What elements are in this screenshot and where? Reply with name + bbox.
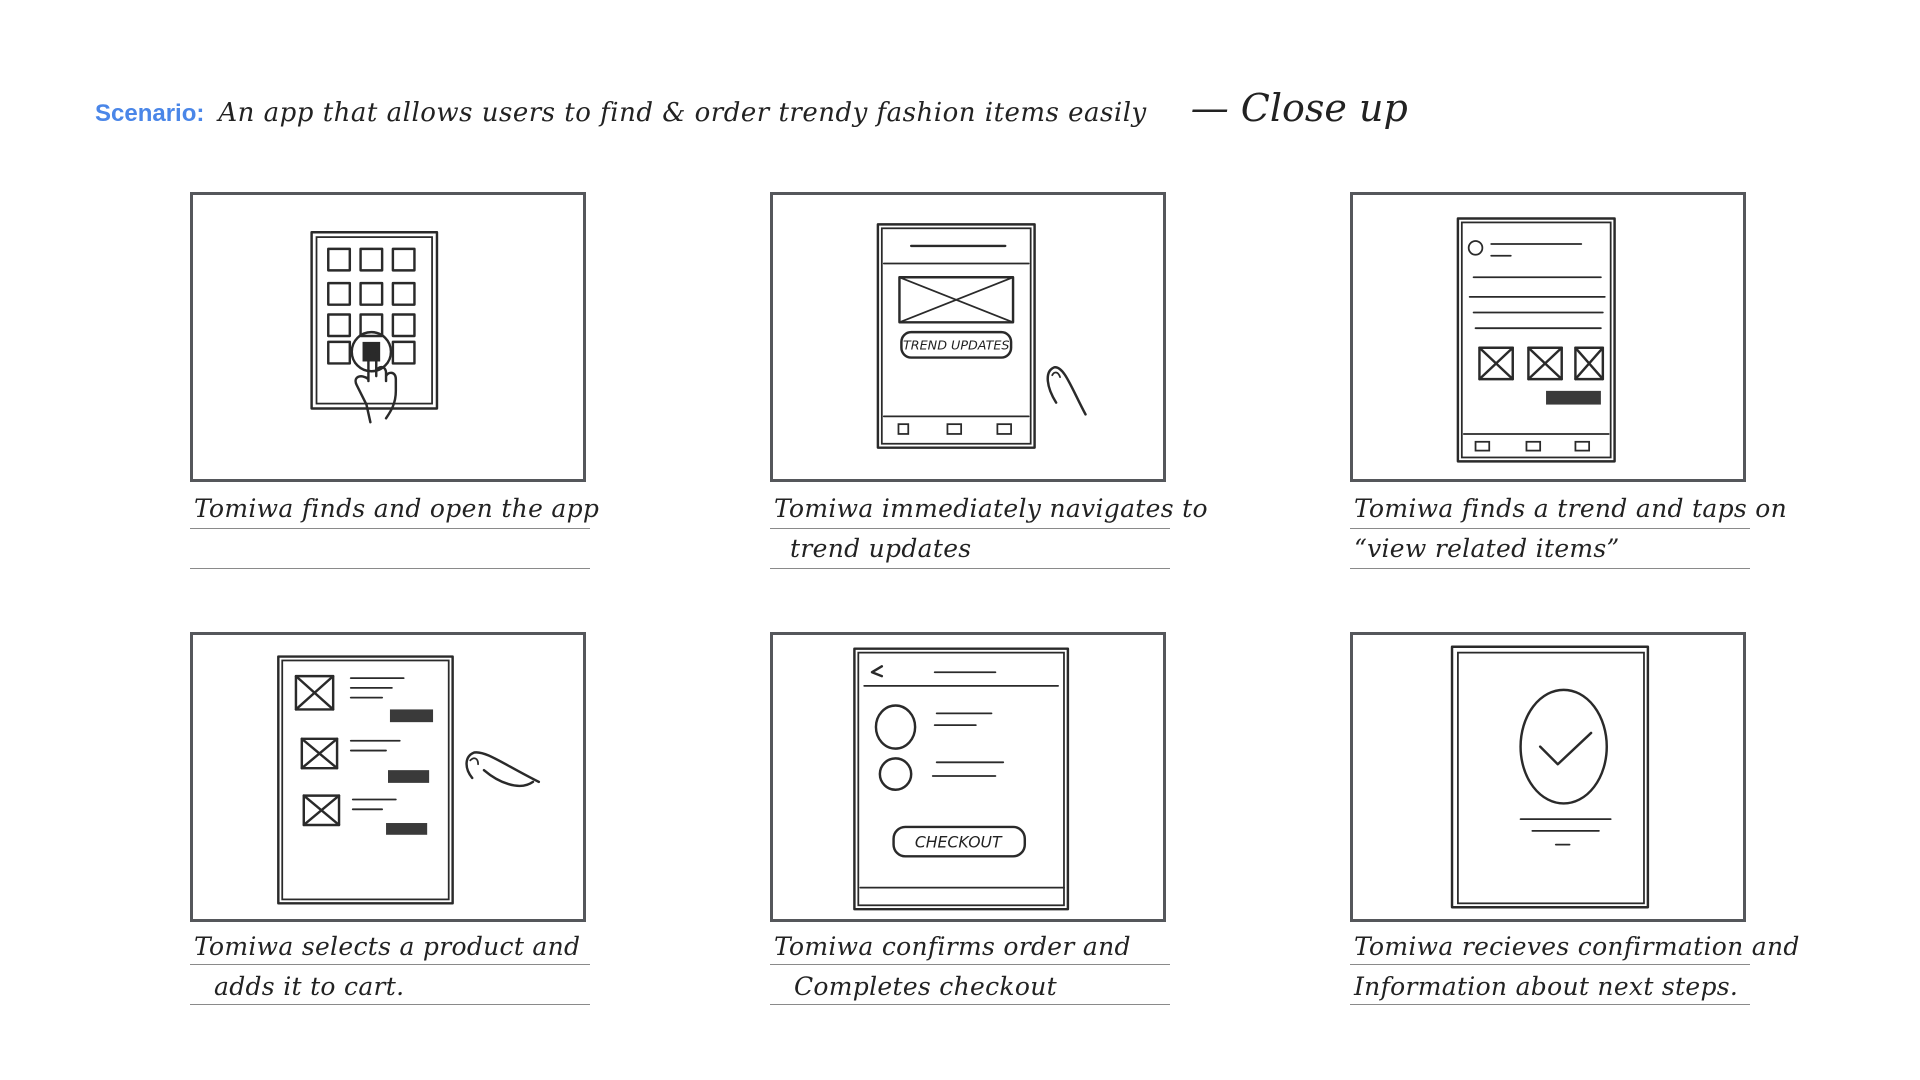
phone-confirmation-sketch — [1450, 645, 1650, 909]
caption-line: Tomiwa immediately navigates to — [774, 494, 1208, 523]
caption-rule — [770, 528, 1170, 529]
check-circle-icon — [1519, 688, 1608, 805]
caption-rule — [770, 1004, 1170, 1005]
storyboard-panel-5: CHECKOUT — [770, 632, 1166, 922]
caption-rule — [1350, 528, 1750, 529]
caption-rule — [1350, 1004, 1750, 1005]
phone-checkout-sketch: CHECKOUT — [853, 647, 1070, 911]
scenario-label: Scenario: — [95, 100, 205, 127]
caption-line: trend updates — [790, 534, 972, 563]
caption-line: Tomiwa finds and open the app — [194, 494, 600, 523]
caption-line: “view related items” — [1354, 534, 1620, 563]
scenario-header: Scenario: An app that allows users to fi… — [95, 86, 1408, 130]
caption-line: Tomiwa finds a trend and taps on — [1354, 494, 1788, 523]
trend-updates-button-label: TREND UPDATES — [903, 339, 1009, 354]
caption-rule — [190, 964, 590, 965]
caption-line: Tomiwa recieves confirmation and — [1354, 932, 1800, 961]
phone-trend-screen-sketch: TREND UPDATES — [876, 223, 1087, 449]
caption-line: Information about next steps. — [1354, 972, 1739, 1001]
caption-rule — [190, 568, 590, 569]
caption-rule — [1350, 568, 1750, 569]
storyboard-panel-1 — [190, 192, 586, 482]
checkout-button-label: CHECKOUT — [915, 833, 1003, 852]
phone-product-list-sketch — [277, 655, 541, 905]
caption-rule — [770, 964, 1170, 965]
storyboard-panel-3 — [1350, 192, 1746, 482]
caption-line: Tomiwa selects a product and — [194, 932, 581, 961]
caption-rule — [190, 528, 590, 529]
storyboard-panel-6 — [1350, 632, 1746, 922]
checkmark-icon — [1538, 731, 1593, 766]
storyboard-panel-4 — [190, 632, 586, 922]
caption-line: Completes checkout — [794, 972, 1057, 1001]
close-up-label: — Close up — [1190, 86, 1408, 130]
caption-rule — [190, 1004, 590, 1005]
storyboard-panel-2: TREND UPDATES — [770, 192, 1166, 482]
phone-app-grid-sketch — [310, 230, 439, 424]
caption-line: Tomiwa confirms order and — [774, 932, 1131, 961]
scenario-text: An app that allows users to find & order… — [218, 98, 1147, 128]
caption-rule — [770, 568, 1170, 569]
caption-rule — [1350, 964, 1750, 965]
caption-line: adds it to cart. — [214, 972, 405, 1001]
phone-trend-detail-sketch — [1456, 217, 1616, 463]
